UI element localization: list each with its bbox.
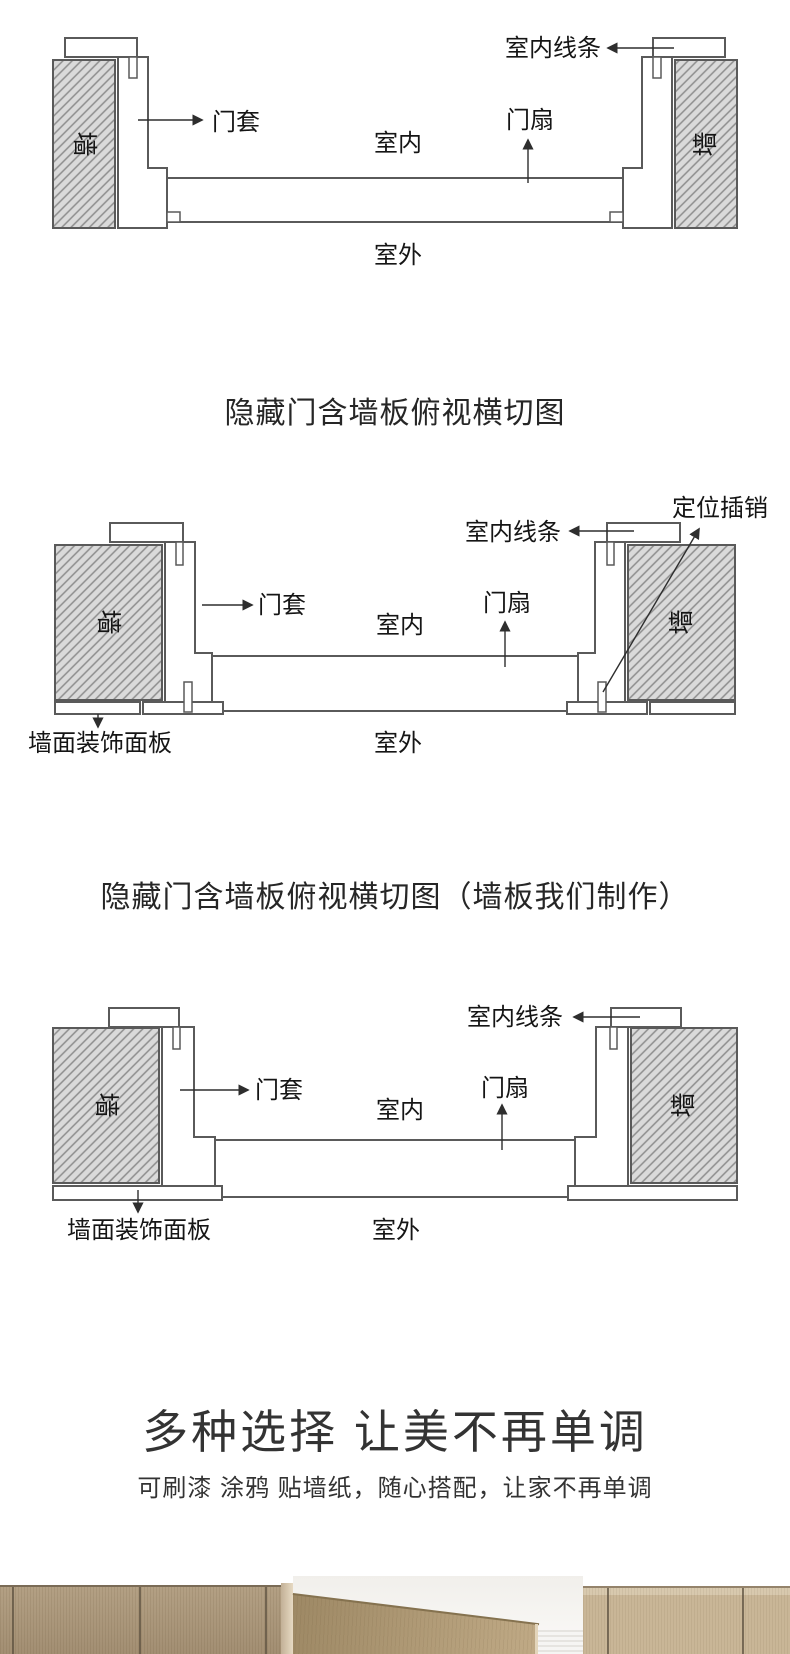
wall-right-hatch bbox=[630, 1027, 738, 1184]
label-indoor: 室内 bbox=[376, 1097, 424, 1124]
diagram-cross-section-1: 门套 室内 门扇 室内线条 室外 墙 墙 bbox=[52, 35, 738, 269]
label-decor-panel: 墙面装饰面板 bbox=[67, 1217, 211, 1244]
label-outdoor: 室外 bbox=[372, 1217, 420, 1244]
wall-left-hatch bbox=[52, 59, 116, 229]
photo-wood-wall-right bbox=[583, 1586, 790, 1654]
label-indoor-molding: 室内线条 bbox=[467, 1004, 563, 1031]
label-wall-left: 墙 bbox=[92, 1092, 120, 1117]
pin-top-left bbox=[172, 1026, 181, 1050]
decor-panel-right bbox=[567, 1185, 738, 1201]
label-door-frame: 门套 bbox=[212, 109, 260, 136]
wall-left-hatch bbox=[54, 544, 163, 701]
door-leaf bbox=[214, 1139, 576, 1198]
leader-positioning-pin bbox=[602, 527, 700, 693]
panel-seam bbox=[742, 1588, 744, 1654]
panel-seam bbox=[12, 1587, 14, 1654]
door-leaf bbox=[166, 177, 624, 223]
section-title-1: 隐藏门含墙板俯视横切图 bbox=[224, 397, 566, 430]
door-frame-right bbox=[574, 1026, 629, 1187]
wall-right-hatch bbox=[627, 544, 736, 701]
promo-heading: 多种选择 让美不再单调 bbox=[142, 1406, 648, 1458]
label-decor-panel: 墙面装饰面板 bbox=[28, 730, 172, 757]
positioning-pin-right bbox=[597, 681, 607, 713]
door-frame-left bbox=[161, 1026, 216, 1187]
wall-right-hatch bbox=[674, 59, 738, 229]
label-indoor: 室内 bbox=[376, 612, 424, 639]
label-door-frame: 门套 bbox=[255, 1077, 303, 1104]
pin-right bbox=[652, 56, 662, 79]
pin-top-left bbox=[175, 541, 184, 566]
promo-subheading: 可刷漆 涂鸦 贴墙纸，随心搭配，让家不再单调 bbox=[137, 1475, 653, 1502]
wall-left-hatch bbox=[52, 1027, 160, 1184]
section-title-2: 隐藏门含墙板俯视横切图（墙板我们制作） bbox=[100, 881, 690, 914]
positioning-pin-left bbox=[183, 681, 193, 713]
pin-top-right bbox=[606, 541, 615, 566]
label-door-leaf: 门扇 bbox=[506, 107, 554, 134]
panel-seam bbox=[607, 1588, 609, 1654]
label-door-frame: 门套 bbox=[258, 592, 306, 619]
decor-panel-left bbox=[54, 701, 141, 715]
label-wall-left: 墙 bbox=[70, 131, 98, 156]
frame-foot-left bbox=[142, 701, 224, 715]
leaf-notch-left bbox=[166, 211, 181, 223]
panel-seam bbox=[265, 1587, 267, 1654]
label-outdoor: 室外 bbox=[374, 242, 422, 269]
indoor-molding-right bbox=[606, 522, 681, 543]
label-door-leaf: 门扇 bbox=[483, 590, 531, 617]
label-door-leaf: 门扇 bbox=[481, 1075, 529, 1102]
indoor-molding-left bbox=[109, 522, 184, 543]
leaf-notch-right bbox=[609, 211, 624, 223]
label-positioning-pin: 定位插销 bbox=[672, 495, 768, 522]
photo-door-frame-edge bbox=[281, 1583, 293, 1654]
door-frame-right bbox=[622, 56, 673, 229]
label-wall-right: 墙 bbox=[692, 131, 720, 156]
pin-left bbox=[128, 56, 138, 79]
indoor-molding-left bbox=[108, 1007, 180, 1028]
door-frame-left bbox=[164, 541, 213, 703]
door-leaf bbox=[211, 655, 579, 712]
photo-wood-wall-left bbox=[0, 1585, 281, 1654]
indoor-molding-left bbox=[64, 37, 138, 58]
product-photo bbox=[0, 1524, 790, 1654]
photo-open-door-bright-edge bbox=[535, 1624, 538, 1654]
diagram-cross-section-3: 门套 室内 门扇 室内线条 墙面装饰面板 室外 墙 墙 bbox=[52, 1004, 738, 1244]
door-frame-right bbox=[577, 541, 626, 703]
label-outdoor: 室外 bbox=[374, 730, 422, 757]
label-wall-left: 墙 bbox=[94, 609, 122, 634]
photo-hallway-detail bbox=[538, 1630, 583, 1654]
pin-top-right bbox=[609, 1026, 618, 1050]
label-indoor-molding: 室内线条 bbox=[465, 519, 561, 546]
door-frame-left bbox=[117, 56, 168, 229]
label-indoor-molding: 室内线条 bbox=[505, 35, 601, 62]
panel-seam bbox=[139, 1587, 141, 1654]
diagram-cross-section-2: 门套 室内 门扇 室内线条 定位插销 墙面装饰面板 室外 墙 墙 bbox=[28, 495, 768, 757]
label-indoor: 室内 bbox=[374, 130, 422, 157]
decor-panel-right bbox=[649, 701, 736, 715]
frame-foot-right bbox=[566, 701, 648, 715]
label-wall-right: 墙 bbox=[668, 609, 696, 634]
label-wall-right: 墙 bbox=[670, 1092, 698, 1117]
